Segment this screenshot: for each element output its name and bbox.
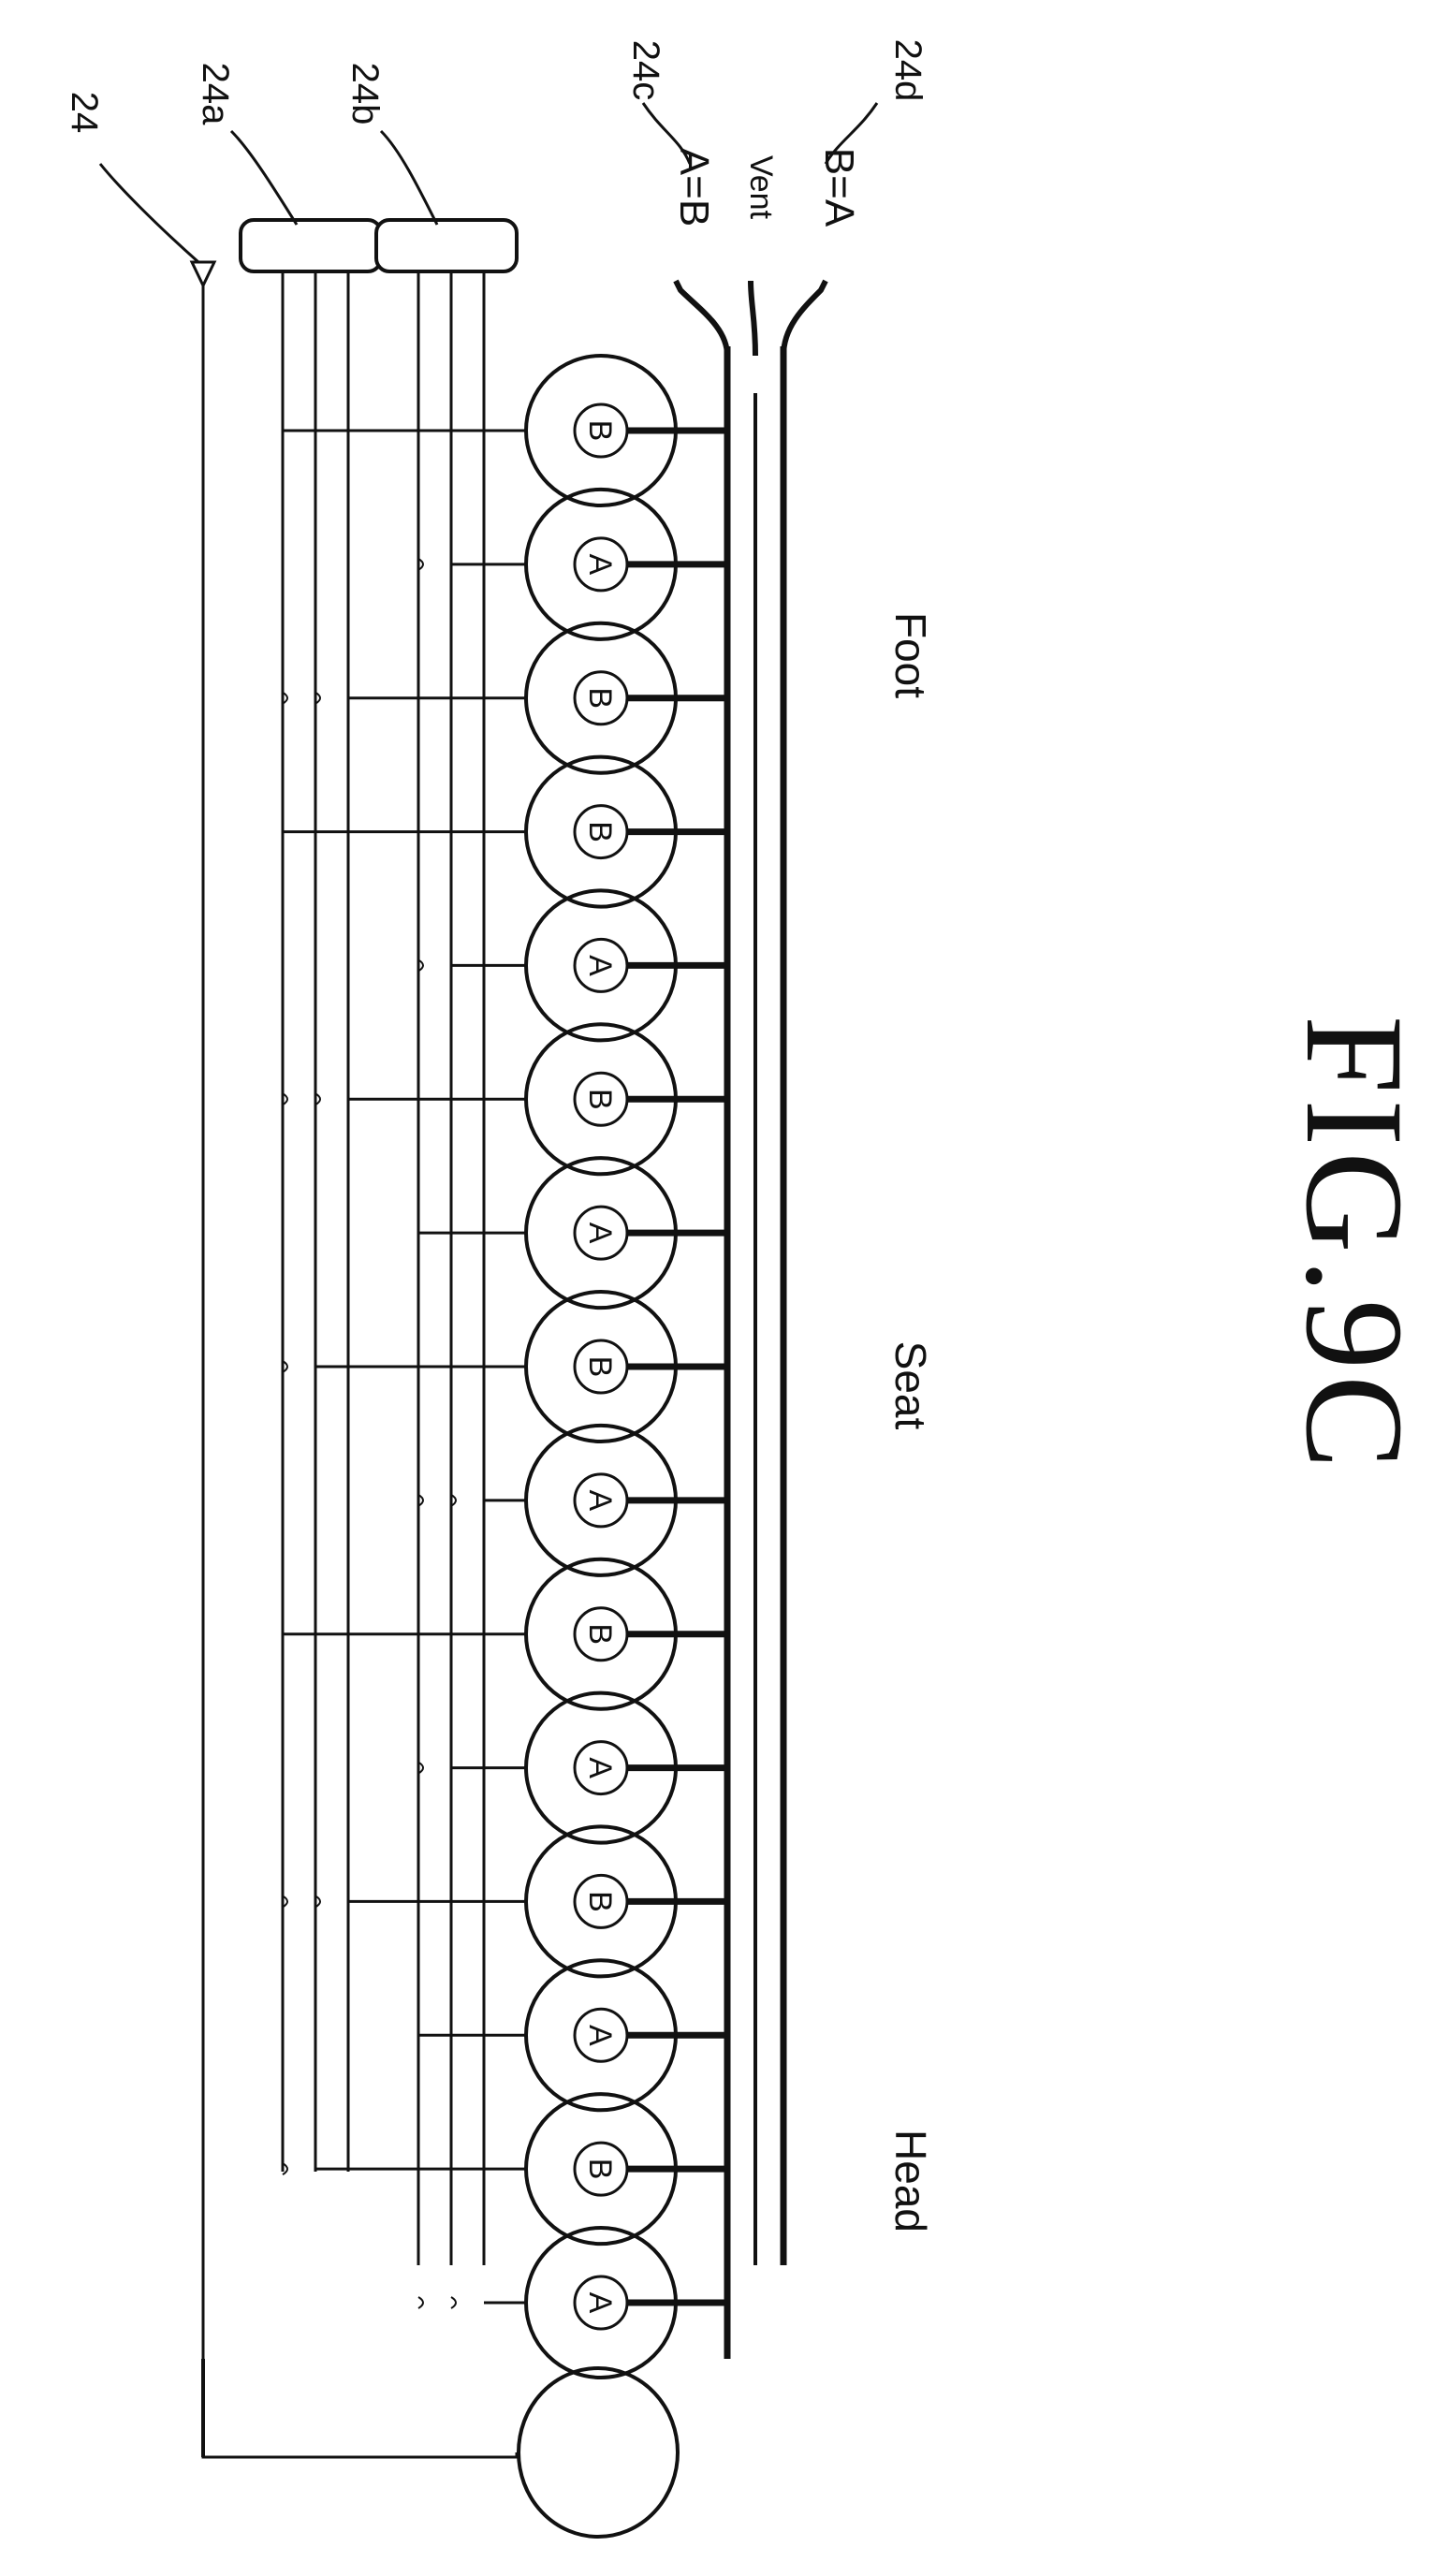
ref-24d: 24d [887, 39, 929, 102]
cell-label: A [582, 554, 618, 576]
port-label-middle: Vent [743, 155, 779, 220]
header-24b-cap [376, 220, 517, 271]
cell-label: A [582, 1222, 618, 1244]
ref-24a: 24a [195, 63, 236, 125]
header-24b-lines [418, 267, 484, 2265]
cell-label: B [582, 2159, 618, 2180]
line-24 [203, 285, 517, 2457]
cell-label: B [582, 1356, 618, 1378]
port-label-left: A=B [671, 148, 717, 227]
marker-24-arrow [192, 262, 214, 285]
cell-label: B [582, 420, 618, 442]
cell-label: B [582, 1089, 618, 1110]
cell-label: A [582, 955, 618, 976]
crossing-hop [451, 2297, 456, 2308]
cell-label: A [582, 1757, 618, 1778]
ref-24: 24 [64, 92, 105, 134]
cell-label: B [582, 1623, 618, 1645]
figure-label: FIG.9C [1277, 1016, 1432, 1474]
port-label-right: B=A [816, 148, 862, 227]
pump-cell [519, 2368, 678, 2537]
ref-24c: 24c [625, 40, 666, 101]
crossing-hop [418, 2297, 423, 2308]
zone-label-seat: Seat [886, 1341, 935, 1430]
zone-label-foot: Foot [886, 612, 935, 698]
cell-label: B [582, 821, 618, 842]
port-hoses [676, 281, 826, 356]
zone-label-head: Head [886, 2130, 935, 2232]
cell-label: A [582, 2292, 618, 2314]
cell-label: A [582, 2025, 618, 2046]
header-24a-cap [241, 220, 381, 271]
manifold-lines [727, 346, 783, 2359]
cell-label: B [582, 1891, 618, 1912]
cell-label: A [582, 1490, 618, 1512]
header-24a-lines [283, 267, 348, 2172]
ref-24b: 24b [344, 63, 386, 125]
cell-label: B [582, 687, 618, 709]
